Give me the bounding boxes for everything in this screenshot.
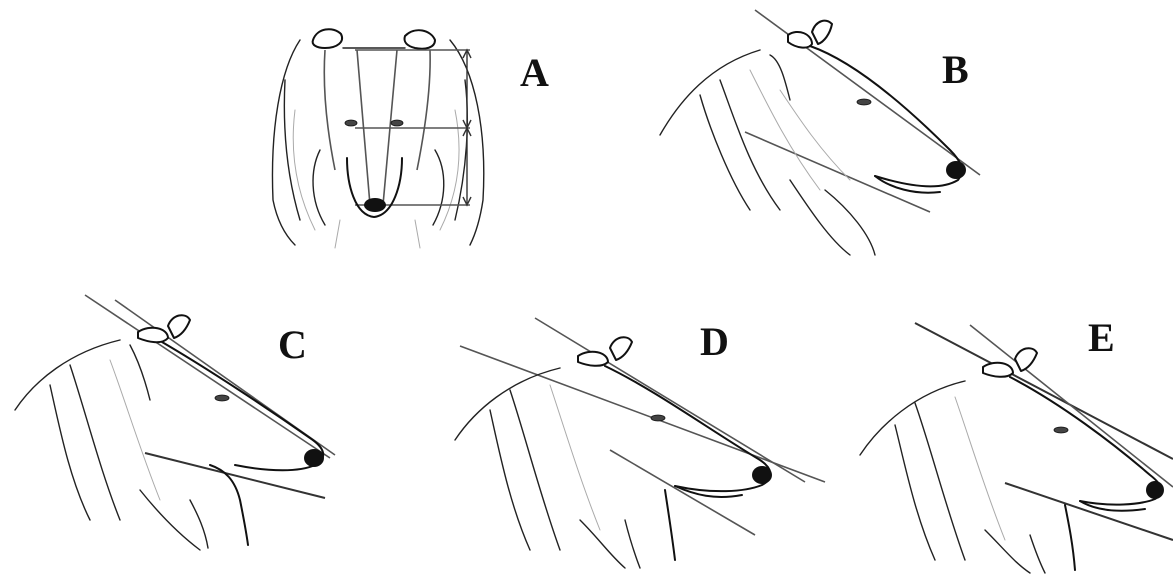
right-eye [391, 120, 403, 126]
panel-a-front-view [255, 20, 495, 250]
panel-b-profile-view [650, 10, 990, 260]
panel-d-label: D [700, 322, 729, 362]
collie-profile-drawing-d [450, 310, 830, 570]
panel-a-label: A [520, 53, 549, 93]
nose-b [946, 161, 966, 179]
collie-front-drawing [255, 20, 495, 250]
collie-profile-drawing-e [855, 315, 1173, 575]
left-ear [313, 29, 342, 48]
left-eye [345, 120, 357, 126]
panel-b-label: B [942, 50, 969, 90]
nose [364, 198, 386, 212]
panel-e-profile-view [855, 315, 1173, 575]
panel-d-profile-view [450, 310, 830, 570]
panel-c-label: C [278, 325, 307, 365]
collie-profile-drawing-b [650, 10, 990, 260]
right-ear [404, 30, 435, 49]
panel-e-label: E [1088, 318, 1115, 358]
